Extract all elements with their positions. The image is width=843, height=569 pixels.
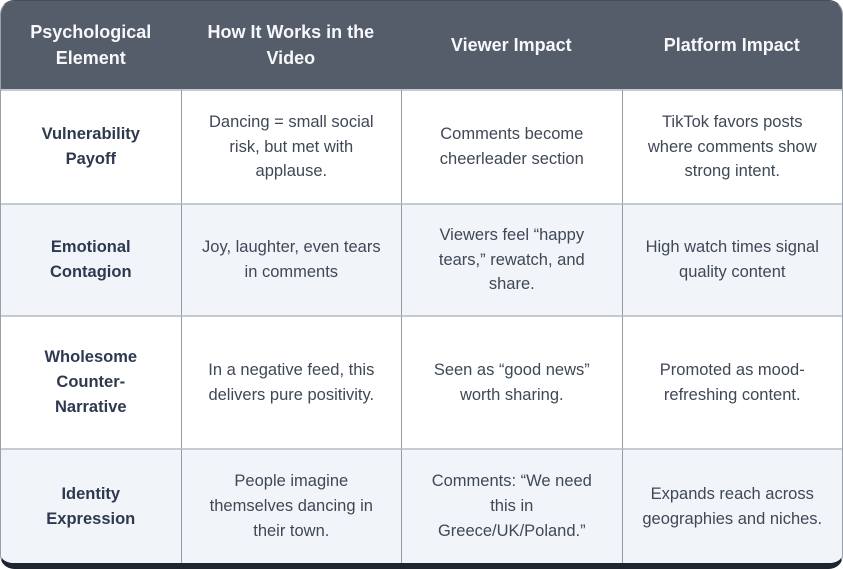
table-row-wholesome-counter-narrative: Wholesome Counter-Narrative In a negativ… bbox=[1, 315, 842, 448]
cell-platform-impact: TikTok favors posts where comments show … bbox=[621, 89, 842, 203]
table-row-vulnerability-payoff: Vulnerability Payoff Dancing = small soc… bbox=[1, 89, 842, 203]
cell-how-it-works: Dancing = small social risk, but met wit… bbox=[180, 89, 402, 203]
cell-how-it-works: People imagine themselves dancing in the… bbox=[180, 448, 402, 563]
cell-platform-impact: Promoted as mood-refreshing content. bbox=[621, 315, 842, 448]
cell-platform-impact: High watch times signal quality content bbox=[621, 203, 842, 315]
cell-how-it-works: Joy, laughter, even tears in comments bbox=[180, 203, 402, 315]
cell-viewer-impact: Viewers feel “happy tears,” rewatch, and… bbox=[401, 203, 622, 315]
cell-viewer-impact: Comments become cheerleader section bbox=[401, 89, 622, 203]
table-row-emotional-contagion: Emotional Contagion Joy, laughter, even … bbox=[1, 203, 842, 315]
cell-viewer-impact: Seen as “good news” worth sharing. bbox=[401, 315, 622, 448]
column-header-platform-impact: Platform Impact bbox=[663, 34, 800, 55]
table-header-row: Psychological Element How It Works in th… bbox=[1, 1, 842, 89]
column-header-viewer-impact: Viewer Impact bbox=[450, 34, 572, 55]
row-header-cell: Wholesome Counter-Narrative bbox=[1, 315, 181, 448]
table-row-identity-expression: Identity Expression People imagine thems… bbox=[1, 448, 842, 563]
cell-platform-impact: Expands reach across geographies and nic… bbox=[621, 448, 842, 563]
row-header-cell: Identity Expression bbox=[1, 448, 181, 563]
cell-how-it-works: In a negative feed, this delivers pure p… bbox=[180, 315, 402, 448]
row-header-cell: Emotional Contagion bbox=[1, 203, 181, 315]
column-header-psychological-element: Psychological Element bbox=[30, 21, 152, 68]
cell-viewer-impact: Comments: “We need this in Greece/UK/Pol… bbox=[401, 448, 622, 563]
row-header-cell: Vulnerability Payoff bbox=[1, 89, 181, 203]
column-header-how-it-works: How It Works in the Video bbox=[207, 21, 375, 68]
